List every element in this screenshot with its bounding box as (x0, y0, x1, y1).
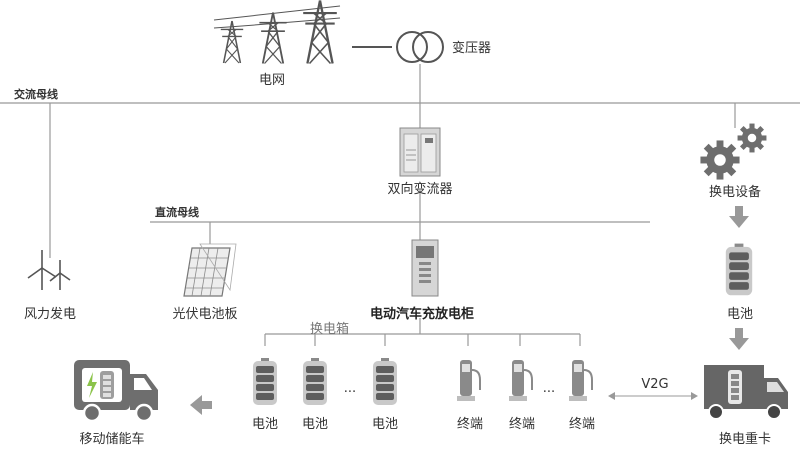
battery-label: 电池 (372, 417, 398, 432)
left-arrow-icon (190, 395, 212, 415)
battery-icon (303, 358, 327, 405)
ac-bus-label: 交流母线 (14, 87, 58, 101)
v2g-arrow-icon (608, 392, 698, 400)
wind-turbine-icon (27, 250, 71, 290)
down-arrow-icon (729, 206, 749, 228)
charging-terminal-icon (568, 359, 593, 402)
dc-bus-label: 直流母线 (155, 205, 199, 219)
heavy-truck-icon (704, 365, 788, 420)
tower-icon (258, 11, 288, 65)
terminal-label: 终端 (509, 416, 535, 432)
terminal-ellipsis: ··· (543, 385, 555, 400)
gear-icon (700, 140, 740, 180)
charging-terminal-icon (508, 359, 533, 402)
transformer-label: 变压器 (452, 40, 491, 56)
terminal-label: 终端 (569, 416, 595, 432)
transformer-icon (396, 31, 444, 63)
battery-icon (373, 358, 397, 405)
power-grid-towers (213, 0, 341, 65)
battery-icon (253, 358, 277, 405)
terminal-label: 终端 (457, 416, 483, 432)
converter-label: 双向变流器 (387, 181, 452, 197)
battery-ellipsis: ··· (344, 385, 356, 400)
solar-panel-icon (183, 243, 237, 297)
mobile-storage-truck-icon (74, 360, 158, 423)
v2g-label: V2G (641, 377, 668, 392)
grid-label: 电网 (259, 73, 285, 88)
swap-box-label: 换电箱 (310, 321, 349, 337)
pv-label: 光伏电池板 (172, 307, 237, 322)
charging-terminal-icon (456, 359, 481, 402)
gear-icon (737, 123, 767, 153)
wind-label: 风力发电 (24, 306, 76, 322)
right-battery-label: 电池 (727, 307, 753, 322)
swap-equipment-label: 换电设备 (709, 184, 761, 200)
battery-label: 电池 (302, 417, 328, 432)
heavy-truck-label: 换电重卡 (719, 431, 771, 447)
down-arrow-icon (729, 328, 749, 350)
ev-cabinet-icon (411, 239, 439, 297)
ev-cabinet-label: 电动汽车充放电柜 (370, 306, 474, 322)
converter-cabinet-icon (399, 127, 441, 177)
connection-lines (0, 46, 800, 346)
battery-label: 电池 (252, 417, 278, 432)
mobile-storage-label: 移动储能车 (79, 431, 144, 447)
battery-icon (725, 243, 753, 296)
